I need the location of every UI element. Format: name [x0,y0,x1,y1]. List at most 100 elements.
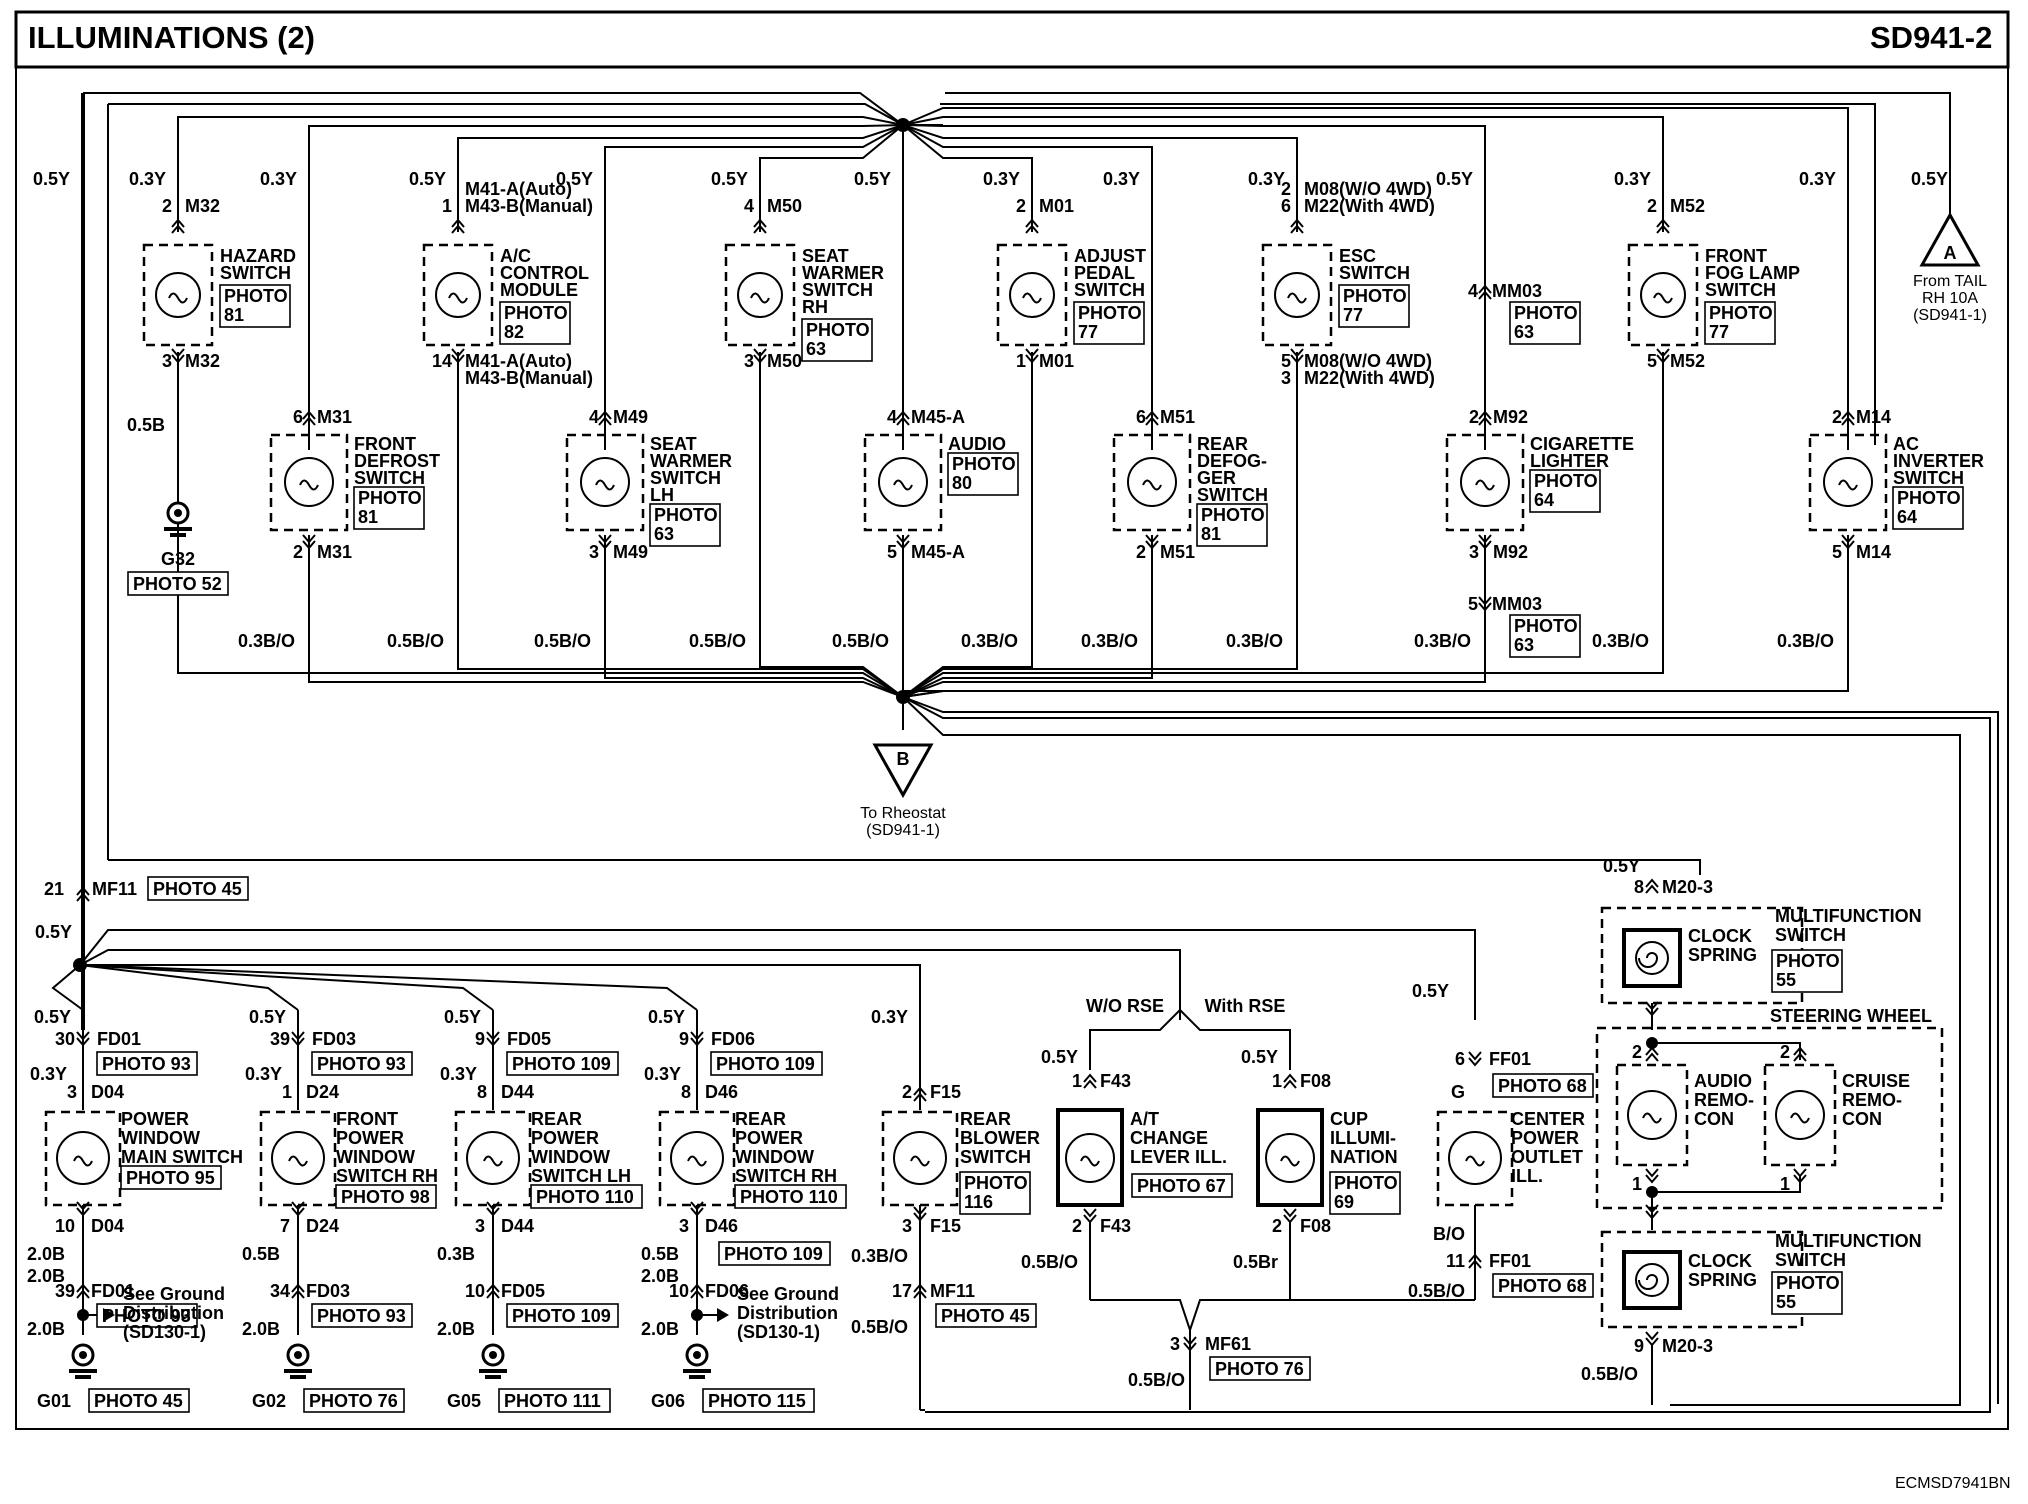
connector-id: D04 [91,1216,124,1236]
bus-wire [457,124,904,215]
pin-number: 9 [1634,1336,1644,1356]
photo-ref: PHOTO [1534,471,1598,491]
connector-arrow [486,1201,500,1211]
connector-arrow [1283,1208,1297,1218]
bulb-icon [580,457,630,507]
connector-id: FD06 [711,1029,755,1049]
bulb-icon [1775,1090,1825,1140]
bus-wire [83,92,904,126]
photo-ref: PHOTO 111 [504,1391,601,1411]
bulb-icon [1823,457,1873,507]
connector-arrow [896,540,910,550]
ground-note: Distribution [123,1303,224,1323]
connector-arrow [291,1283,305,1293]
component-name: SEAT [650,434,697,454]
pin-number: 6 [1455,1049,1465,1069]
component-name: CRUISE [1842,1071,1910,1091]
filament-icon [1790,1112,1810,1124]
pin-number: 39 [55,1281,75,1301]
component-box [259,1110,337,1207]
connector-id: M31 [317,407,352,427]
pin-number: 21 [44,879,64,899]
bulb-icon [1265,1133,1315,1183]
photo-ref: 82 [504,322,524,342]
connector-arrow [690,1289,704,1299]
component-name: DEFOG- [1197,451,1267,471]
pin-number: 1 [1780,1174,1790,1194]
filament-icon [1838,479,1858,491]
clock-spring-icon [1638,952,1659,968]
ground-icon [294,1351,302,1359]
connector-id: M51 [1160,542,1195,562]
bulb-icon [1065,1133,1115,1183]
filament-icon [1465,1155,1485,1167]
photo-ref: PHOTO [224,286,288,306]
component-box [422,243,494,347]
connector-arrow [76,892,90,902]
bus-wire [177,116,904,215]
return-wire [308,535,904,698]
wire-color: 0.3Y [30,1064,67,1084]
wire-color: 0.3B/O [1592,631,1649,651]
photo-ref-box [1509,614,1581,658]
photo-ref: 55 [1776,1292,1796,1312]
bulb-icon [1274,272,1320,318]
footer-ref: ECMSD7941BN [1895,1475,2011,1492]
photo-ref-box [1509,301,1581,345]
photo-ref: 81 [224,305,244,325]
photo-ref: 63 [1514,322,1534,342]
component-box [881,1110,959,1207]
bulb-icon [1627,1090,1677,1140]
connector-arrow [896,410,910,420]
connector-id: M14 [1856,407,1891,427]
connector-arrow [913,1092,927,1102]
connector-arrow [76,1207,90,1217]
switch-wire [1652,1175,1801,1193]
connector-id: M31 [317,542,352,562]
connector-id: FD06 [705,1281,749,1301]
connector-id: MM03 [1492,594,1542,614]
filament-icon [483,1155,503,1167]
feed-wire [79,964,494,1011]
connector-arrow [486,1289,500,1299]
component-name: SWITCH [354,468,425,488]
connector-id: MM03 [1492,281,1542,301]
pin-number: 1 [282,1082,292,1102]
feed-wire [51,964,84,1011]
connector-arrow [598,410,612,420]
photo-ref-box [1771,1271,1843,1315]
wire-color: 2.0B [27,1319,65,1339]
connector-arrow [1645,1204,1659,1214]
wire-color: 0.5B/O [534,631,591,651]
wire-color: 0.5Y [409,169,446,189]
component-name: WINDOW [735,1147,814,1167]
ground-icon [79,1351,87,1359]
photo-ref: PHOTO [504,303,568,323]
filament-icon [288,1155,308,1167]
component-name: POWER [735,1128,803,1148]
pin-number: 6 [1136,407,1146,427]
connector-id: M43-B(Manual) [465,196,593,216]
component-name: AUDIO [948,434,1006,454]
component-name: BLOWER [960,1128,1040,1148]
wire-color: B/O [1433,1224,1465,1244]
wire-color: 0.3Y [1103,169,1140,189]
photo-ref: PHOTO 45 [153,879,242,899]
photo-ref-box [1492,1073,1594,1098]
connector-arrow [896,534,910,544]
connector-arrow [486,1037,500,1047]
component-name: FOG LAMP [1705,263,1800,283]
pin-number: 8 [1634,877,1644,897]
connector-arrow [291,1037,305,1047]
connector-arrow [486,1031,500,1041]
pin-number: 11 [1446,1251,1465,1271]
ground-id: G05 [447,1391,481,1411]
photo-ref: PHOTO [358,488,422,508]
pin-number: 7 [280,1216,290,1236]
connector-id: M50 [767,196,802,216]
clock-spring-icon [1635,941,1669,975]
pin-number: 5 [1281,351,1291,371]
connector-id: F15 [930,1216,961,1236]
arrow-icon [103,1308,115,1322]
photo-ref-box [530,1184,643,1209]
